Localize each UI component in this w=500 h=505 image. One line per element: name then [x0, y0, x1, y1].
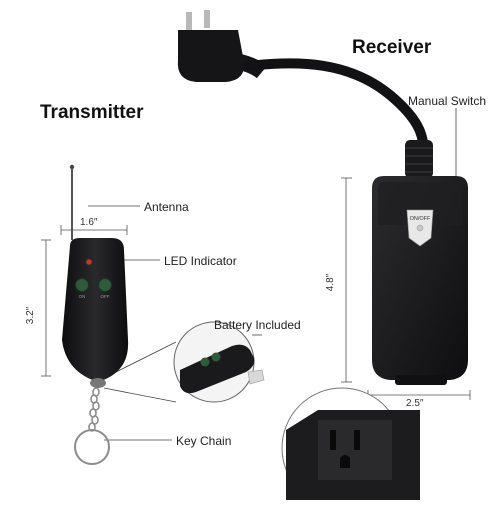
transmitter-dimension-lines — [41, 225, 128, 377]
off-button-label: OFF — [101, 294, 110, 299]
plug — [177, 10, 268, 82]
transmitter-title: Transmitter — [40, 102, 144, 123]
receiver-body — [372, 176, 468, 385]
key-chain-label: Key Chain — [176, 434, 232, 448]
transmitter-height-label: 3.2″ — [25, 306, 37, 325]
plug-head — [177, 30, 245, 82]
receiver-width-label: 2.5″ — [406, 398, 424, 409]
plug-prong-left — [186, 12, 192, 30]
led-indicator-dot — [86, 259, 92, 265]
transmitter-body — [62, 238, 129, 388]
receiver-switch-label: ON/OFF — [410, 216, 431, 222]
antenna — [69, 164, 75, 240]
receiver-title: Receiver — [352, 37, 432, 58]
manual-switch-label: Manual Switch — [408, 94, 487, 108]
power-cord — [243, 58, 429, 180]
transmitter-width-label: 1.6″ — [80, 217, 98, 228]
key-chain — [74, 387, 110, 465]
battery-included-label: Battery Included — [214, 318, 301, 332]
receiver-switch — [406, 209, 434, 247]
on-button-icon — [75, 278, 89, 292]
transmitter-buttons — [75, 278, 112, 292]
on-button-label: ON — [79, 294, 86, 299]
led-indicator-label: LED Indicator — [164, 254, 237, 268]
off-button-icon — [98, 278, 112, 292]
strain-relief — [405, 140, 433, 178]
battery-inset — [173, 321, 265, 403]
outlet-inset — [281, 387, 420, 505]
antenna-label: Antenna — [144, 200, 189, 214]
plug-prong-right — [204, 10, 210, 28]
receiver-height-label: 4.8″ — [325, 273, 337, 292]
receiver-dimension-lines — [341, 177, 471, 400]
